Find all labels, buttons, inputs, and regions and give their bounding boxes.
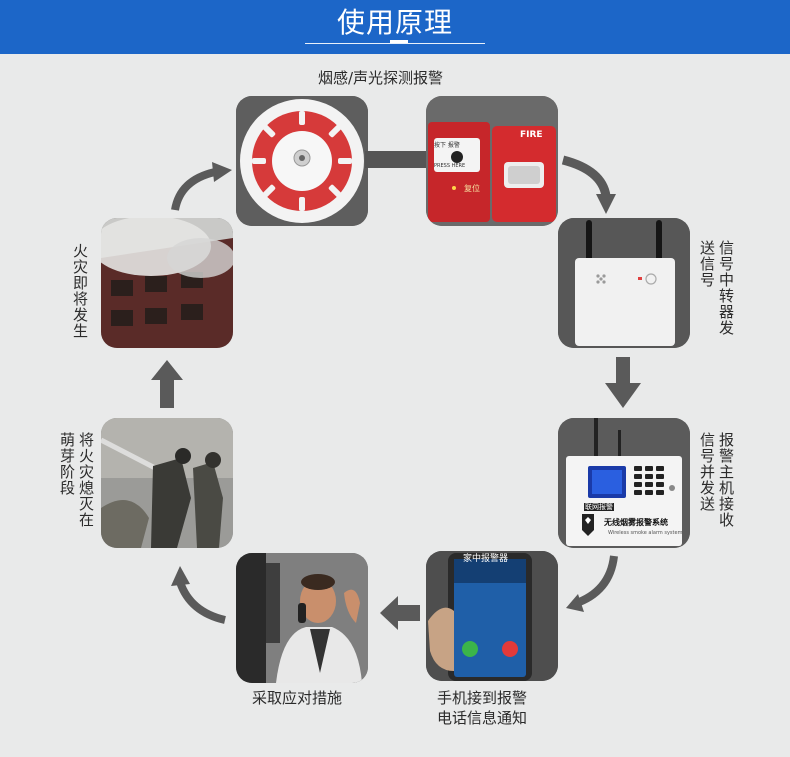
alarm-button-en-text: PRESS HERE [434, 163, 466, 169]
device-connector [365, 151, 430, 168]
header-bar [0, 0, 790, 54]
strobe-fire-label: FIRE [520, 130, 543, 140]
title-underline [305, 43, 485, 44]
host-badge-text: 联网报警 [584, 503, 614, 511]
title-underline-mark [390, 40, 408, 43]
arrow-fire-to-detector [171, 162, 232, 211]
firefighters-image [101, 418, 233, 548]
page-title: 使用原理 [336, 6, 453, 39]
signal-relay-image [558, 218, 690, 348]
phone-caption-line1: 手机接到报警 [437, 689, 528, 707]
relay-caption: 信号中转器发送信号 [698, 240, 735, 336]
arrow-detector-to-relay [561, 155, 616, 214]
alarm-host-image [558, 418, 690, 548]
manual-alarm-strobe-image [426, 96, 558, 226]
arrow-host-to-phone [566, 555, 618, 612]
arrow-relay-to-host [605, 357, 641, 408]
measures-caption: 采取应对措施 [252, 689, 343, 707]
phone-call-image [426, 551, 558, 681]
burning-building-image [101, 218, 233, 348]
sprout-caption: 将火灾熄灭在萌芽阶段 [58, 432, 95, 528]
response-man-image [236, 553, 368, 683]
phone-caller-text: 家中报警器 [463, 554, 509, 564]
detector-caption: 烟感/声光探测报警 [318, 69, 444, 87]
host-sub-text: Wireless smoke alarm system [608, 530, 683, 536]
arrow-phone-to-response [380, 596, 420, 630]
smoke-detector-image [236, 96, 368, 226]
host-name-text: 无线烟雾报警系统 [604, 518, 668, 527]
phone-caption-line2: 电话信息通知 [437, 709, 528, 727]
alarm-button-text: 按下 报警 [434, 142, 460, 149]
alarm-reset-text: 复位 [464, 184, 480, 193]
fire-caption: 火灾即将发生 [71, 243, 89, 339]
arrow-response-to-extinguish [171, 566, 226, 624]
host-caption: 报警主机接收信号并发送 [698, 432, 735, 528]
arrow-extinguish-to-fire [151, 360, 183, 408]
